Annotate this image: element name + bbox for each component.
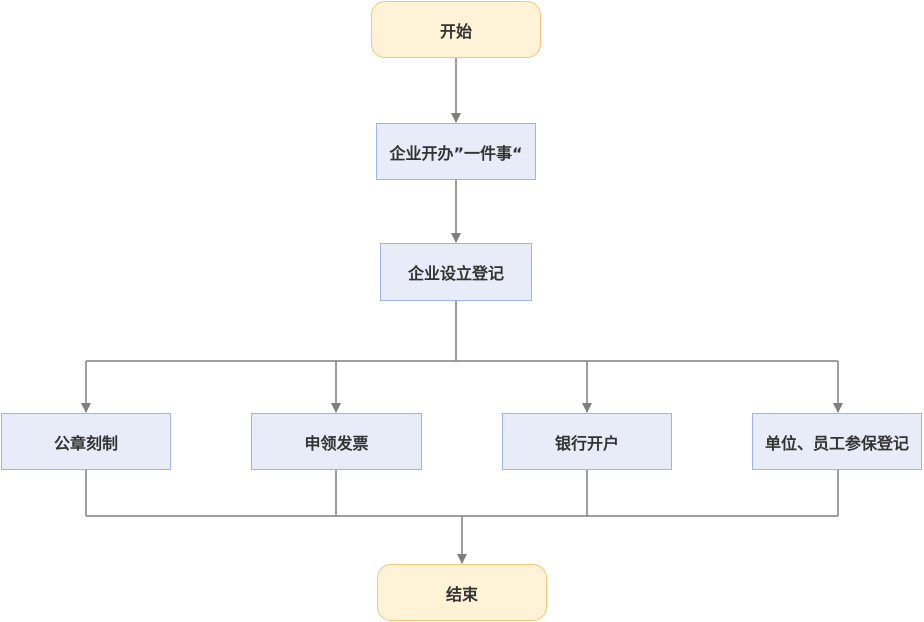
bank-node: 银行开户 xyxy=(502,413,672,470)
registration-node-label: 企业设立登记 xyxy=(407,264,504,283)
seal-node: 公章刻制 xyxy=(1,413,171,470)
one-stop-node-label: 企业开办”一件事“ xyxy=(389,143,523,163)
end-node: 结束 xyxy=(377,564,547,621)
insurance-node: 单位、员工参保登记 xyxy=(752,413,922,470)
one-stop-node: 企业开办”一件事“ xyxy=(376,123,536,180)
seal-node-label: 公章刻制 xyxy=(53,433,118,453)
invoice-node: 申领发票 xyxy=(251,413,422,470)
bank-node-label: 银行开户 xyxy=(554,433,619,453)
invoice-node-label: 申领发票 xyxy=(304,433,369,453)
end-node-label: 结束 xyxy=(445,584,478,604)
insurance-node-label: 单位、员工参保登记 xyxy=(764,433,909,453)
start-node-label: 开始 xyxy=(439,21,472,41)
start-node: 开始 xyxy=(371,1,541,58)
registration-node: 企业设立登记 xyxy=(380,243,532,301)
